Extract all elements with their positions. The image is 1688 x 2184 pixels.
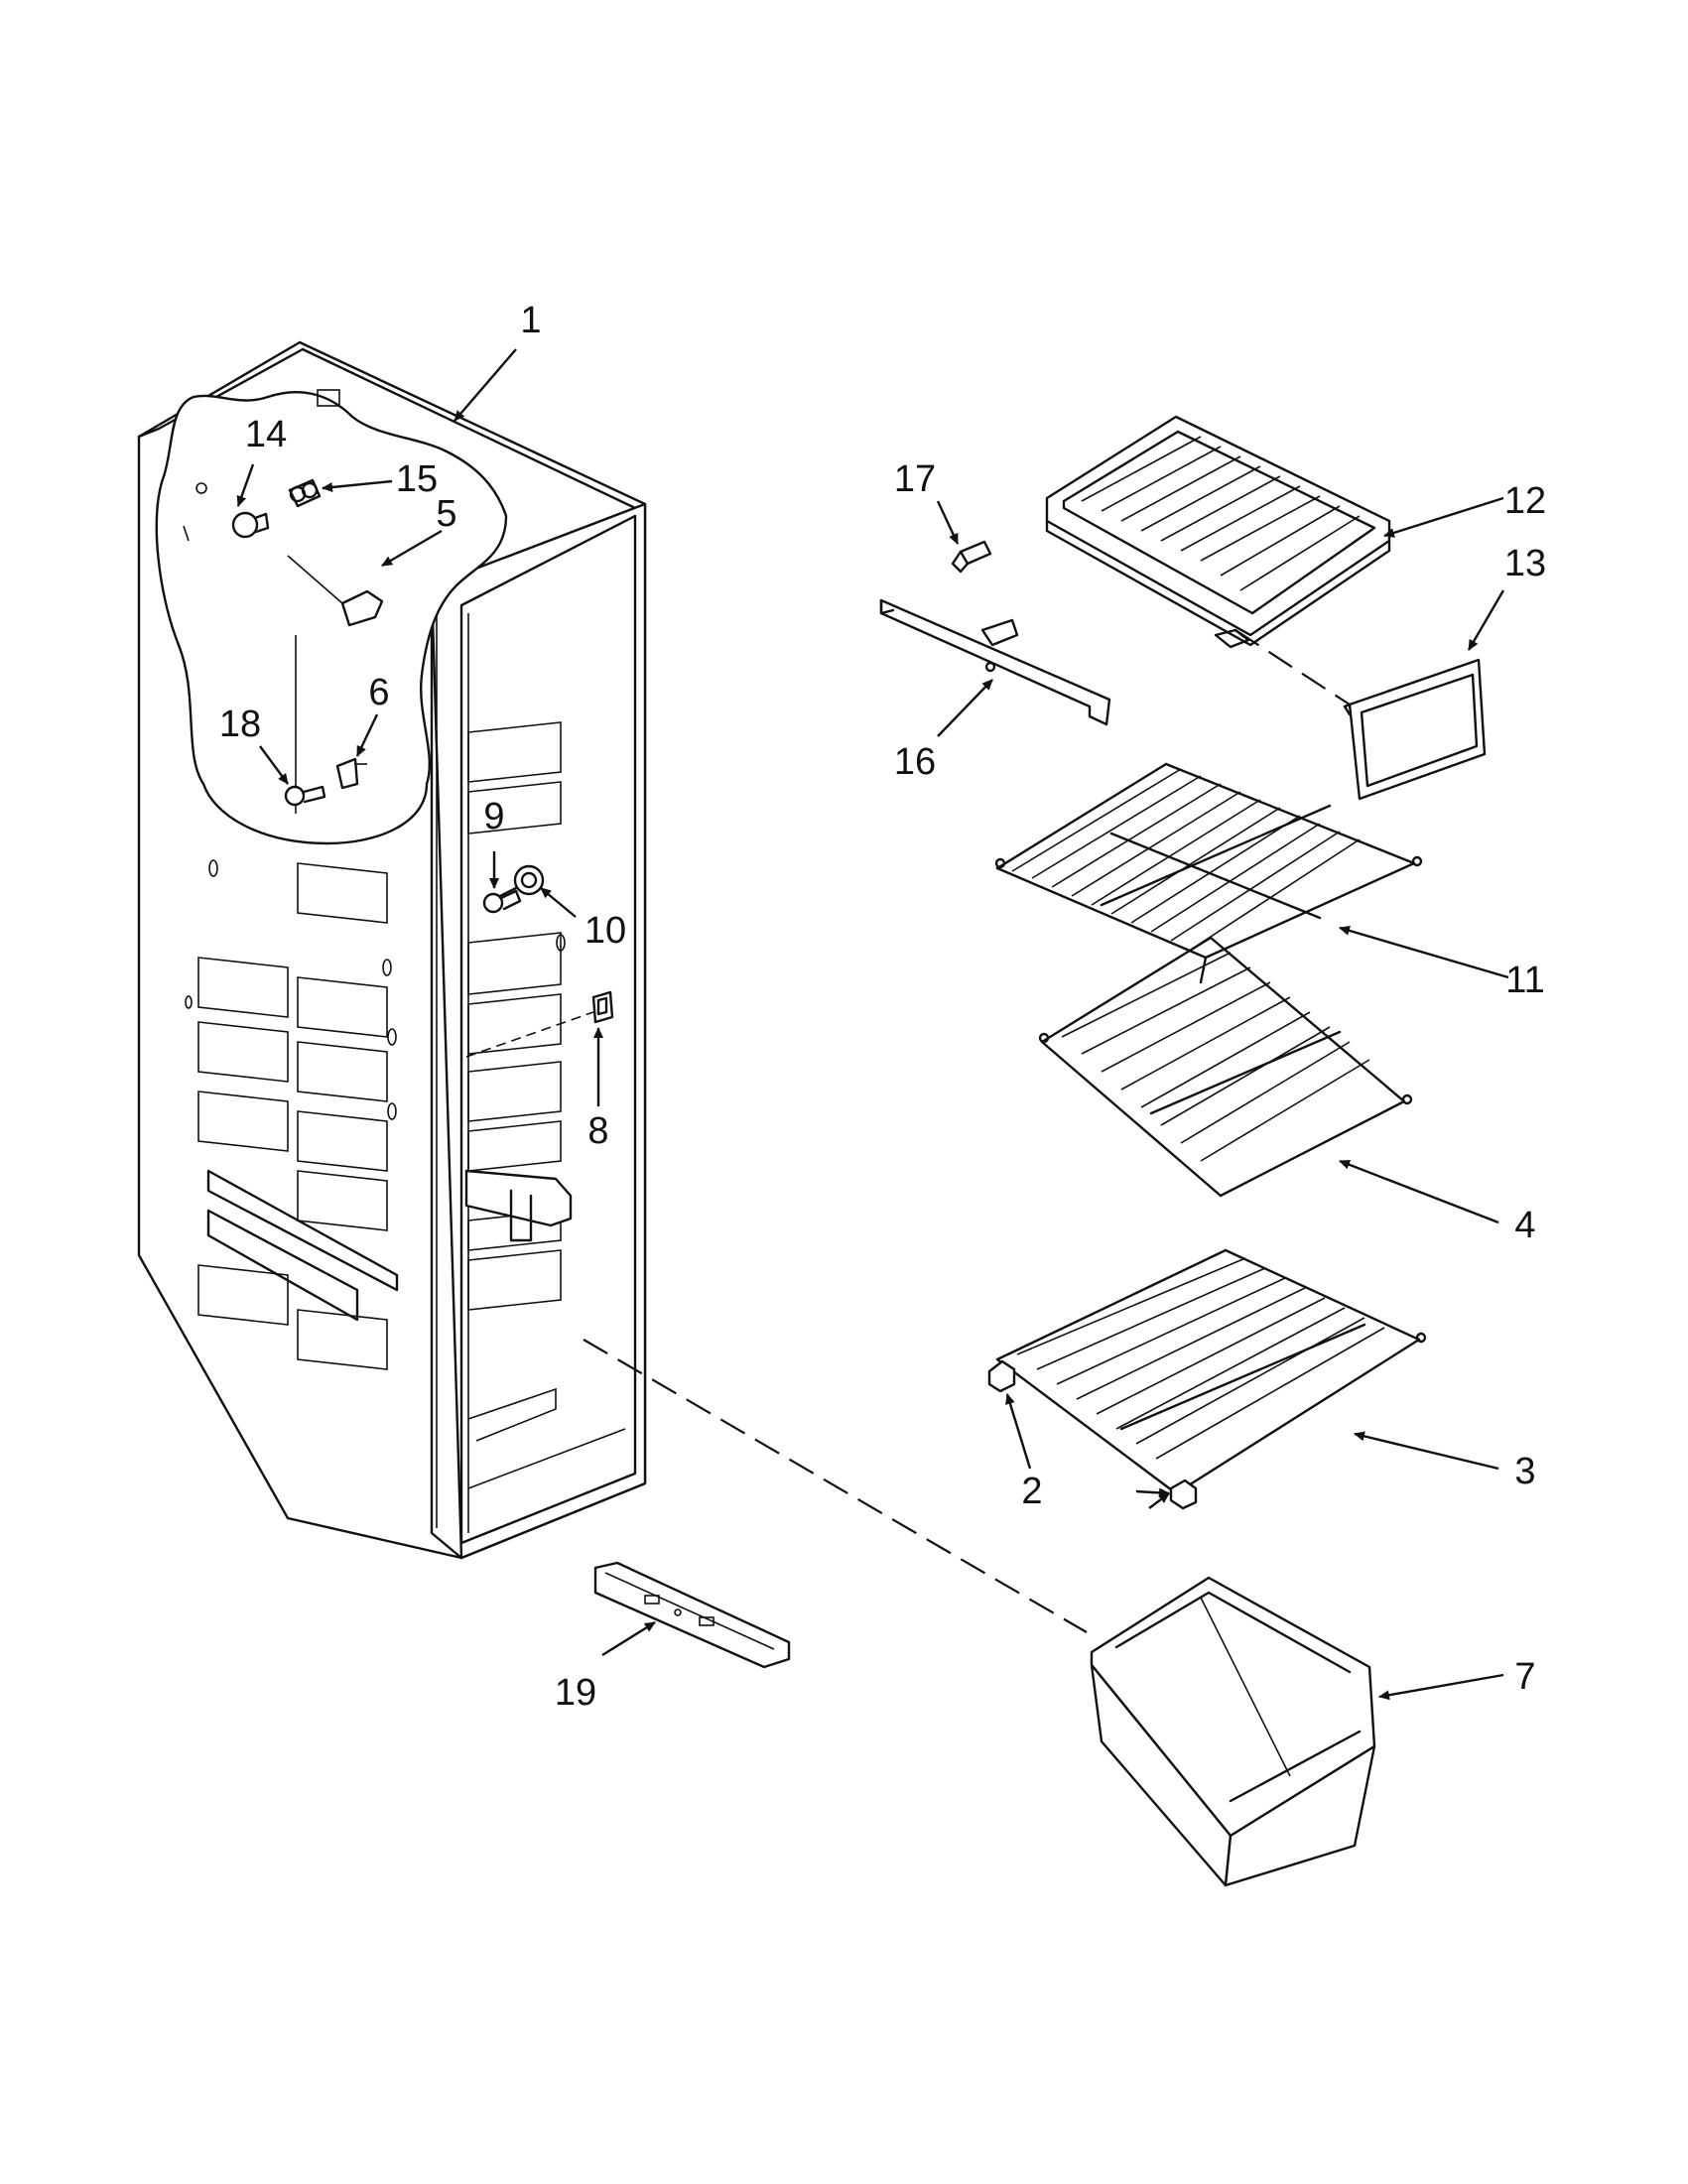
- screw-9-part: [482, 889, 522, 914]
- freezer-bin-part: [1090, 1576, 1376, 1887]
- damper-part: [591, 990, 614, 1024]
- callout-7: 7: [1514, 1656, 1535, 1698]
- freezer-liner: [137, 340, 647, 1560]
- callout-4: 4: [1514, 1205, 1535, 1246]
- callout-9: 9: [483, 796, 504, 837]
- callout-13: 13: [1504, 543, 1546, 584]
- callout-17: 17: [894, 458, 936, 500]
- wire-shelf-11-part: [994, 762, 1423, 984]
- callout-15: 15: [396, 458, 438, 500]
- callout-14: 14: [245, 414, 287, 455]
- light-socket-part: [288, 478, 322, 508]
- callout-16: 16: [894, 741, 936, 783]
- end-cap-part: [593, 1561, 791, 1669]
- callout-5: 5: [436, 493, 456, 535]
- wire-shelf-3-part: [995, 1248, 1427, 1495]
- leader-arrows: [236, 348, 1509, 1701]
- callout-18: 18: [219, 704, 261, 745]
- screw-17-part: [951, 540, 992, 574]
- light-bulb-part: [231, 511, 270, 539]
- tray-cover-part: [1343, 658, 1487, 801]
- callout-10: 10: [584, 910, 626, 952]
- shelf-support-part: [879, 598, 1111, 726]
- light-switch-part: [287, 555, 384, 627]
- callout-8: 8: [587, 1110, 608, 1152]
- shelf-end-cap-part: [987, 1359, 1198, 1510]
- callout-3: 3: [1514, 1451, 1535, 1492]
- wire-shelf-4-part: [1038, 936, 1413, 1198]
- callout-12: 12: [1504, 480, 1546, 522]
- callout-19: 19: [555, 1672, 596, 1714]
- screw-part: [284, 785, 326, 807]
- callout-6: 6: [368, 672, 389, 713]
- deli-tray-part: [1045, 415, 1391, 649]
- callout-2: 2: [1021, 1471, 1042, 1512]
- callout-11: 11: [1505, 960, 1544, 1001]
- bracket-part: [335, 757, 367, 790]
- callouts: 1 2 3 4 5 6 7 8 9 10 11 12 13 14 15 16 1…: [219, 300, 1546, 1714]
- dashed-guide-line: [1234, 629, 1351, 706]
- callout-1: 1: [520, 300, 541, 341]
- dashed-guide-line: [583, 1339, 1088, 1633]
